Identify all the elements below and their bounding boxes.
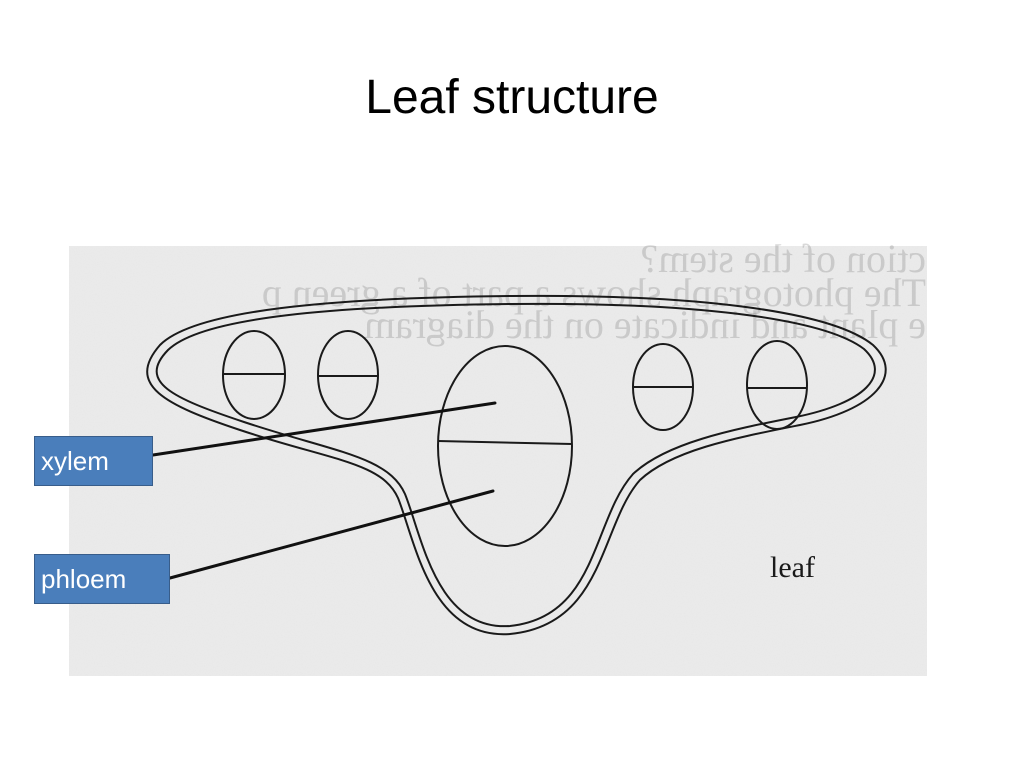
vascular-bundles xyxy=(222,330,808,547)
pointer-lines xyxy=(151,401,497,580)
leaf-label: leaf xyxy=(770,551,815,584)
slide-title: Leaf structure xyxy=(365,71,659,124)
vascular-bundle-4 xyxy=(632,343,694,431)
leaf-outline-outer xyxy=(146,294,887,636)
vascular-bundle-2 xyxy=(317,330,379,420)
leaf-outline xyxy=(146,294,887,636)
scan-grain xyxy=(69,246,927,676)
leaf-outline-inner xyxy=(155,302,876,628)
phloem-callout: phloem xyxy=(34,554,170,604)
xylem-pointer-line xyxy=(151,401,497,457)
vascular-bundle-1 xyxy=(222,330,286,420)
vascular-bundle-5 xyxy=(746,340,808,430)
bleed-line-3: e plant and indicate on the diagram xyxy=(364,302,926,347)
vascular-bundle-center xyxy=(437,345,573,547)
phloem-pointer-line xyxy=(168,489,495,580)
xylem-callout: xylem xyxy=(34,436,153,486)
bleed-line-1: ction of the stem? xyxy=(641,236,926,281)
